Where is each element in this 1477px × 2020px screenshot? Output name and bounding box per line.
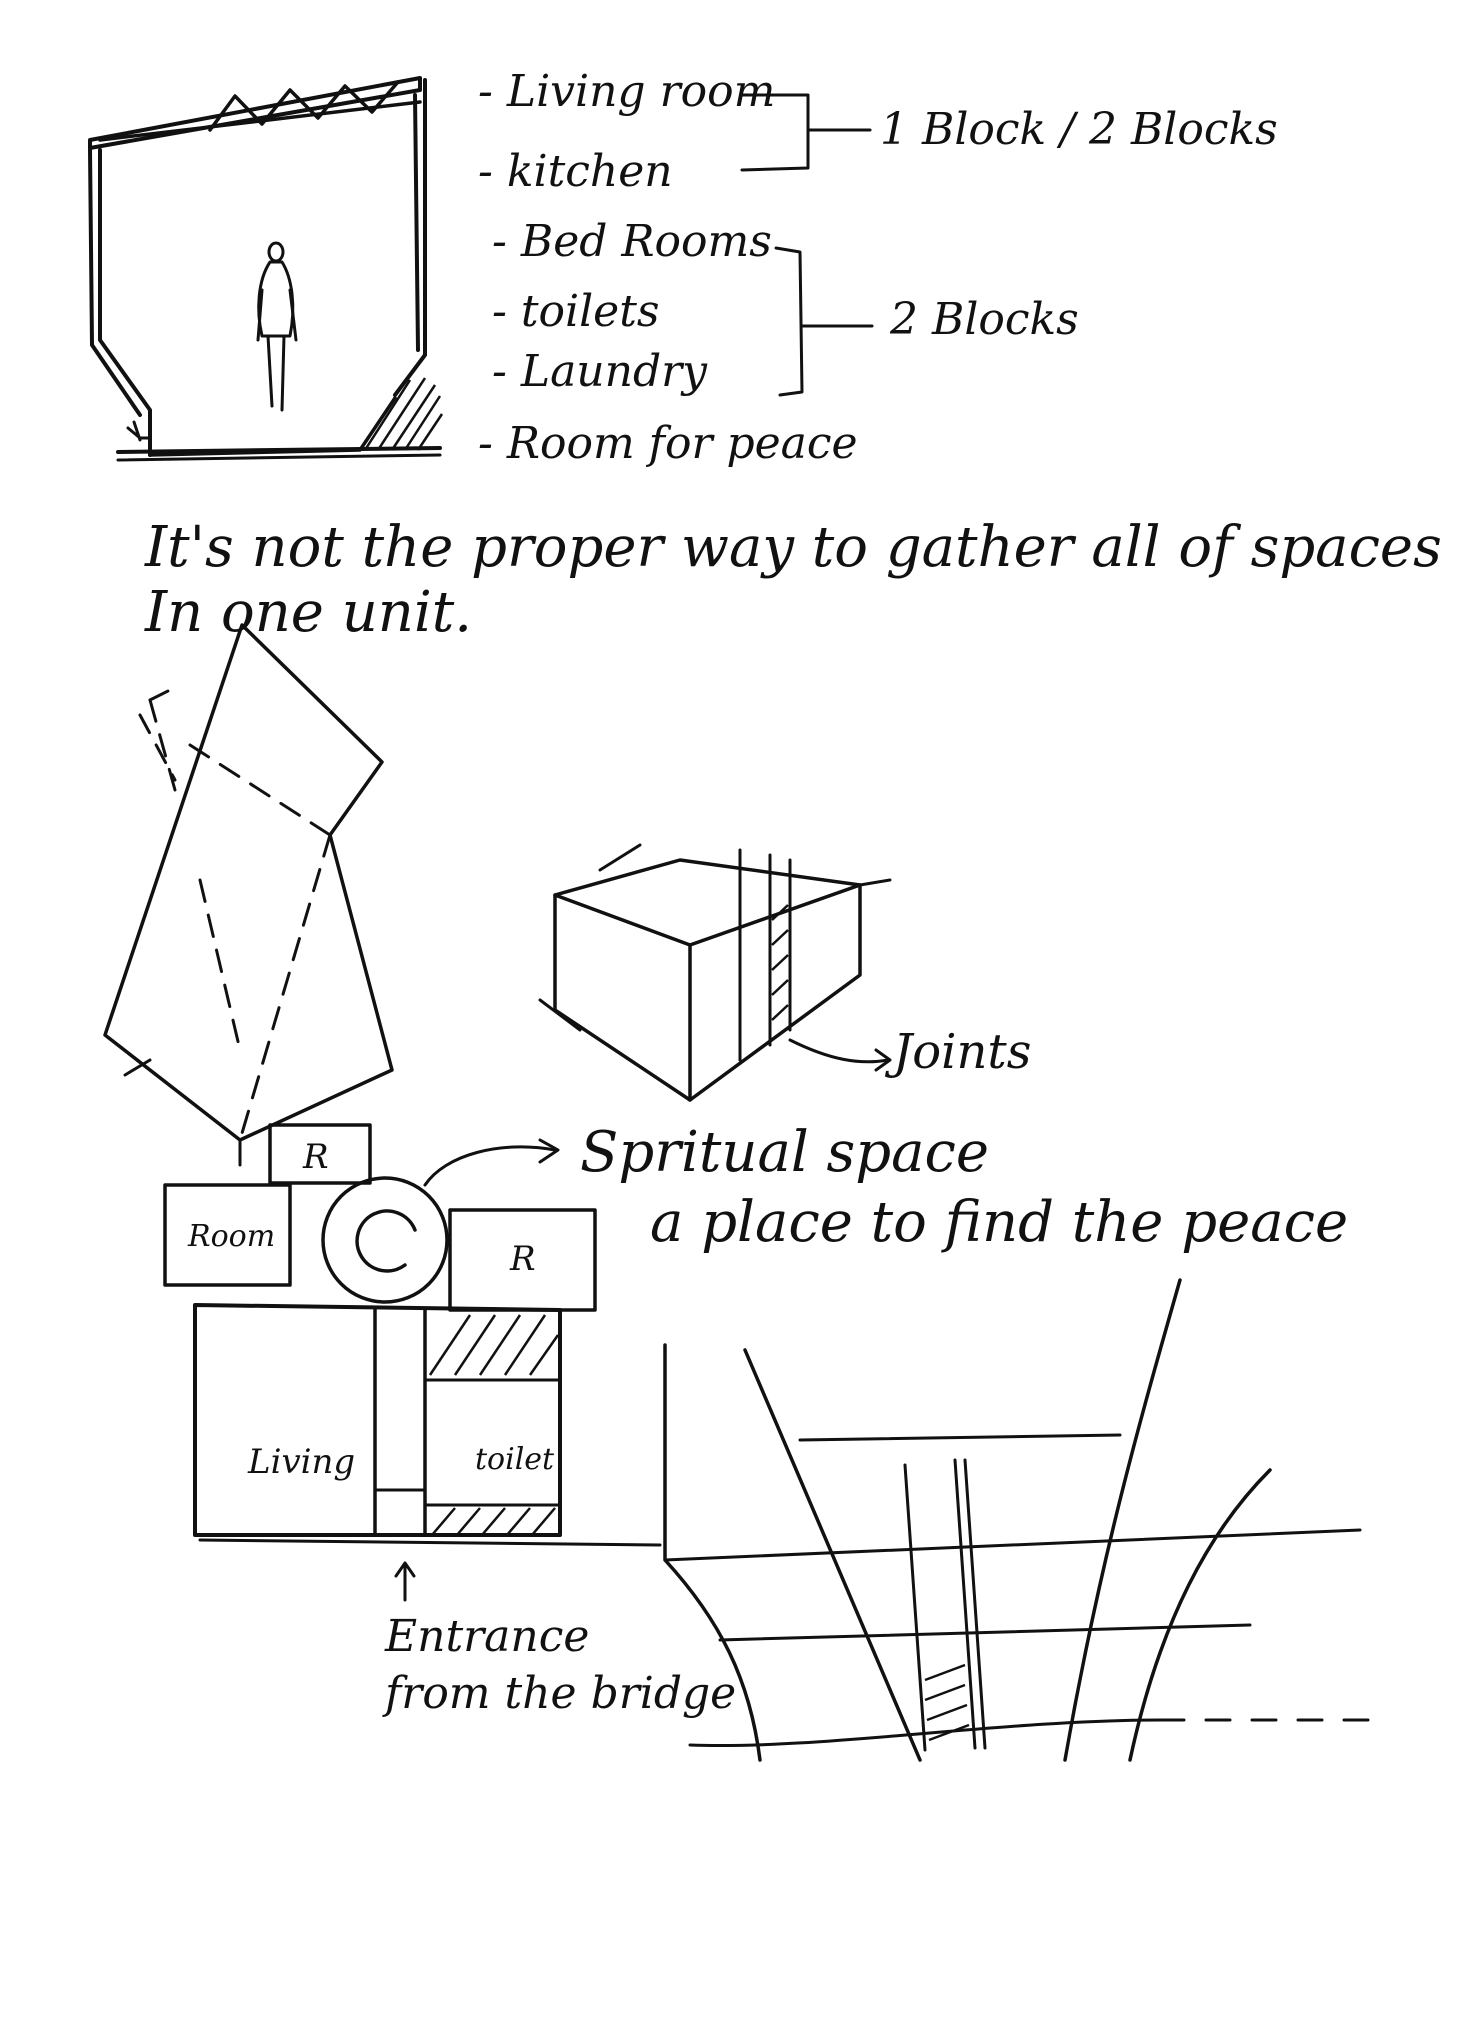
entrance-label-line-1: Entrance (385, 1611, 590, 1662)
program-item-laundry: - Laundry (492, 346, 708, 397)
plan-room-right-label: R (510, 1239, 536, 1279)
joint-hatch (771, 904, 789, 1021)
note-line-1: It's not the proper way to gather all of… (145, 515, 1442, 580)
tower-fold-3 (198, 878, 242, 1052)
persp-left-ray (743, 1348, 922, 1762)
perspective-sketch (663, 1278, 1382, 1762)
joints-arrow (788, 1038, 890, 1064)
plan-room-top-label: R (303, 1137, 329, 1177)
human-figure-icon (256, 241, 298, 412)
tower-fold-2 (238, 833, 332, 1142)
box-overshoot-lines (538, 843, 892, 1032)
tower-base-ticks (123, 1058, 242, 1167)
floor-line-lower (116, 453, 442, 462)
box-joints-sketch (538, 843, 892, 1102)
program-item-kitchen: - kitchen (478, 146, 673, 197)
joints-label: Joints (893, 1024, 1032, 1080)
plan-toilet-label: toilet (475, 1442, 555, 1477)
persp-left-curve (663, 1343, 762, 1762)
persp-horizon-2 (718, 1623, 1252, 1642)
left-wall (98, 148, 152, 457)
plan-sketch (163, 1123, 662, 1602)
ceiling-line (98, 100, 422, 142)
spiritual-circle (321, 1176, 449, 1304)
tower-outline (103, 623, 394, 1142)
ground-line (198, 1538, 662, 1547)
folded-tower-sketch (103, 623, 394, 1167)
program-item-living-room: - Living room (478, 66, 776, 117)
right-wall-inner (413, 93, 420, 352)
floor-line (116, 446, 442, 454)
persp-stair-hatch (924, 1663, 970, 1742)
persp-top-beam (798, 1433, 1122, 1442)
group-a-label: 1 Block / 2 Blocks (880, 104, 1278, 155)
spiritual-arrow (423, 1145, 557, 1187)
persp-ground-line (688, 1718, 1162, 1748)
box-joint-lines (738, 848, 792, 1062)
persp-horizon-1 (663, 1528, 1362, 1562)
toilet-hatch-bottom (431, 1507, 556, 1536)
persp-far-right-curve (1128, 1468, 1272, 1762)
left-wall-inner (88, 148, 142, 417)
entrance-label-line-2: from the bridge (385, 1668, 737, 1719)
spiritual-space-subtitle: a place to find the peace (650, 1190, 1349, 1255)
program-item-room-for-peace: - Room for peace (478, 418, 858, 469)
spiritual-space-label: Spritual space (580, 1120, 990, 1185)
spiritual-spiral-icon (355, 1209, 417, 1273)
persp-right-ray (1063, 1278, 1182, 1762)
right-wall (393, 78, 427, 397)
plan-living-label: Living (248, 1442, 356, 1482)
spiritual-arrow-head (538, 1138, 560, 1164)
toilet-partitions (373, 1378, 562, 1507)
main-block (193, 1303, 562, 1537)
section-sketch (88, 76, 444, 462)
roof-truss-chord (88, 76, 422, 150)
tower-top-dash (138, 688, 177, 782)
persp-central-column (903, 1458, 987, 1752)
entrance-arrow-icon (394, 1561, 416, 1602)
bracket-group-b (774, 246, 804, 397)
plan-room-left-label: Room (188, 1219, 276, 1254)
section-hatch (363, 377, 444, 451)
room-top-box (268, 1123, 372, 1185)
room-left-box (163, 1183, 292, 1287)
box-top-edge (553, 883, 862, 947)
corridor-walls (373, 1308, 427, 1537)
joints-arrow-head (874, 1048, 892, 1072)
chair-mark (126, 420, 152, 442)
box-outline (553, 858, 862, 1102)
note-line-2: In one unit. (145, 580, 473, 645)
tower-fold-1 (188, 743, 332, 837)
program-item-toilets: - toilets (492, 286, 660, 337)
tower-fold-4 (148, 698, 177, 792)
toilet-hatch-top (428, 1314, 560, 1376)
group-b-label: 2 Blocks (890, 294, 1079, 345)
floor-slab (148, 396, 397, 457)
program-brackets (740, 93, 874, 397)
program-item-bed-rooms: - Bed Rooms (492, 216, 772, 267)
